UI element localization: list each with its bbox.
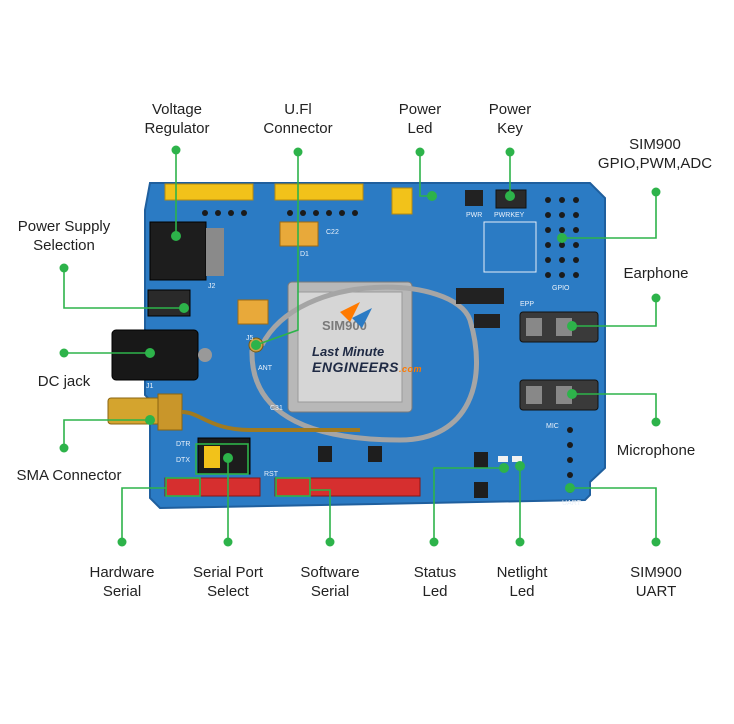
tantalum-cap-2: [237, 299, 269, 325]
label-status-led-line2: Led: [422, 583, 448, 600]
silk-epp: EPP: [520, 301, 534, 308]
label-status-led: Status Led: [400, 563, 470, 601]
label-power-led: Power Led: [385, 100, 455, 138]
label-power-supply-selection: Power Supply Selection: [4, 217, 124, 255]
silk-rst: RST: [264, 471, 279, 478]
silk-dtx: DTX: [176, 457, 190, 464]
label-microphone: Microphone: [606, 441, 706, 460]
silk-mic: MIC: [546, 423, 559, 430]
label-ufl-connector-line2: Connector: [263, 120, 333, 137]
label-power-key-line1: Power: [488, 101, 532, 118]
voltage-regulator-chip: [149, 221, 207, 281]
label-sim900-gpio-line2: GPIO,PWM,ADC: [597, 155, 713, 172]
brand-logo-mark: [340, 302, 372, 328]
label-software-serial: Software Serial: [288, 563, 372, 601]
label-microphone-line1: Microphone: [616, 442, 696, 459]
brand-name: ENGINEERS: [312, 359, 399, 375]
label-power-key-line2: Key: [497, 120, 523, 137]
label-hardware-serial: Hardware Serial: [80, 563, 164, 601]
callout-dots: [59, 145, 661, 547]
silk-c31: C31: [270, 405, 283, 412]
label-dc-jack: DC jack: [22, 372, 106, 391]
label-sim900-uart-line2: UART: [635, 583, 677, 600]
label-ufl-connector: U.Fl Connector: [253, 100, 343, 138]
label-sma-connector: SMA Connector: [4, 466, 134, 485]
silk-pwrkey: PWRKEY: [494, 212, 525, 219]
silk-dtr: DTR: [176, 441, 190, 448]
brand-line2: ENGINEERS.com: [312, 359, 422, 375]
label-voltage-regulator-line2: Regulator: [144, 120, 210, 137]
label-power-key: Power Key: [475, 100, 545, 138]
label-sim900-uart: SIM900 UART: [616, 563, 696, 601]
gpio-header: [545, 197, 579, 278]
bottom-red-headers: [164, 477, 421, 497]
label-hardware-serial-line1: Hardware: [89, 564, 155, 581]
callout-lines: [63, 150, 657, 542]
label-sma-connector-line1: SMA Connector: [16, 467, 122, 484]
brand-line1: Last Minute: [312, 344, 385, 359]
label-hardware-serial-line2: Serial: [102, 583, 142, 600]
label-voltage-regulator-line1: Voltage: [151, 101, 203, 118]
label-earphone: Earphone: [610, 264, 702, 283]
silk-gpio: GPIO: [552, 285, 570, 292]
label-voltage-regulator: Voltage Regulator: [132, 100, 222, 138]
label-earphone-line1: Earphone: [623, 265, 689, 282]
label-netlight-led-line2: Led: [509, 583, 535, 600]
label-software-serial-line1: Software: [300, 564, 360, 581]
label-serial-port-select: Serial Port Select: [180, 563, 276, 601]
label-ufl-connector-line1: U.Fl: [284, 101, 312, 118]
module-silk-text: SIM900: [322, 318, 367, 333]
label-serial-port-select-line1: Serial Port: [192, 564, 264, 581]
sma-connector-body: [107, 393, 360, 432]
silk-d1: D1: [300, 251, 309, 258]
transistors: [318, 446, 488, 498]
silk-pwr: PWR: [466, 212, 482, 219]
netlight-led: [512, 456, 522, 462]
label-dc-jack-line1: DC jack: [37, 373, 91, 390]
label-sim900-gpio-line1: SIM900: [629, 136, 681, 153]
top-pin-row: [202, 210, 358, 216]
label-serial-port-select-line2: Select: [207, 583, 249, 600]
silk-ant: ANT: [258, 365, 273, 372]
label-software-serial-line2: Serial: [310, 583, 350, 600]
label-power-led-line1: Power: [398, 101, 442, 118]
silk-j5: J5: [246, 335, 254, 342]
brand-suffix: .com: [398, 364, 422, 374]
tantalum-cap: [279, 221, 319, 247]
label-power-supply-line2: Selection: [33, 237, 95, 254]
label-netlight-led-line1: Netlight: [496, 564, 548, 581]
label-sim900-uart-line1: SIM900: [630, 564, 682, 581]
silk-c22: C22: [326, 229, 339, 236]
silk-uart: UART: [562, 500, 582, 507]
silk-j2: J2: [208, 283, 216, 290]
label-sim900-gpio: SIM900 GPIO,PWM,ADC: [580, 135, 730, 173]
silk-j1: J1: [146, 383, 154, 390]
label-netlight-led: Netlight Led: [482, 563, 562, 601]
status-led: [498, 456, 508, 462]
label-status-led-line1: Status: [413, 564, 457, 581]
label-power-led-line2: Led: [407, 120, 433, 137]
brand-wordmark: Last Minute ENGINEERS.com: [312, 344, 422, 375]
dc-jack: [111, 329, 199, 381]
ufl-cable: [249, 284, 479, 443]
label-power-supply-line1: Power Supply: [17, 218, 111, 235]
top-yellow-headers: [164, 183, 413, 215]
